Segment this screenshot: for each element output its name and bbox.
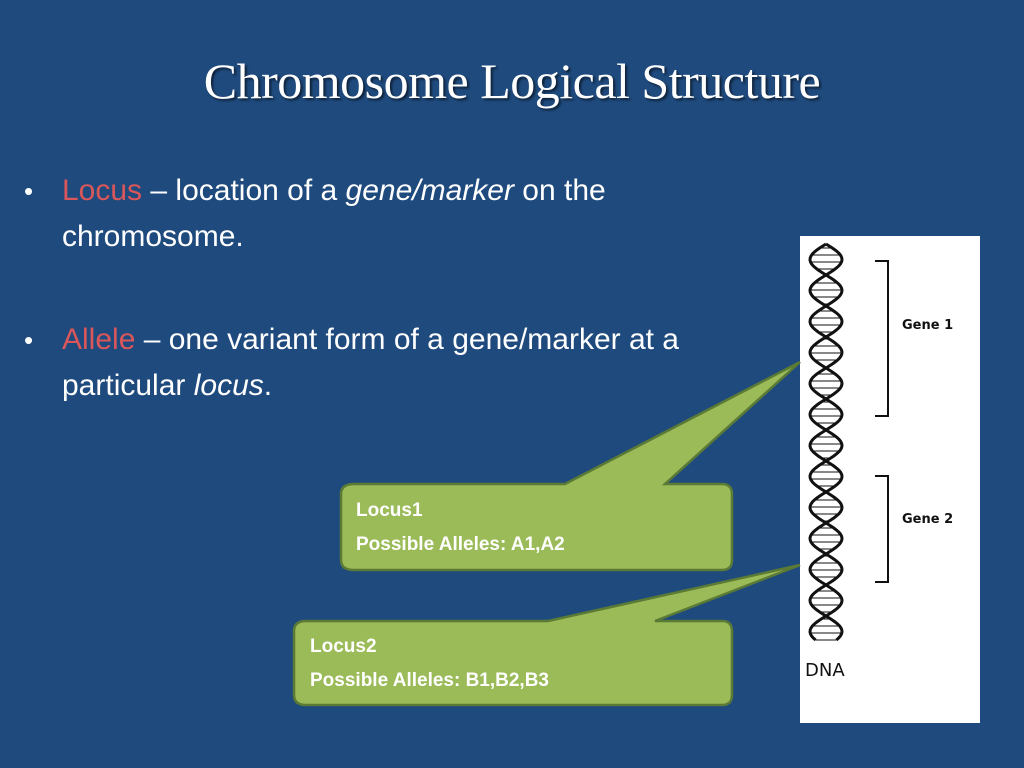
bullet-list: Locus – location of a gene/marker on the… xyxy=(24,168,704,466)
slide-title: Chromosome Logical Structure xyxy=(203,53,821,109)
bullet-text: – location of a xyxy=(142,174,346,207)
term-locus: Locus xyxy=(62,174,143,207)
gene2-label: Gene 2 xyxy=(902,512,954,527)
gene1-bracket xyxy=(875,260,889,417)
bullet-text: on the chromosome. xyxy=(62,174,606,253)
bullet-locus: Locus – location of a gene/marker on the… xyxy=(24,168,704,260)
term-allele: Allele xyxy=(62,323,136,356)
callout-locus1-alleles: Possible Alleles: A1,A2 xyxy=(356,534,565,555)
callout-locus2-title: Locus2 xyxy=(310,636,377,657)
bullet-text: . xyxy=(263,369,273,402)
callout-locus1: Locus1 Possible Alleles: A1,A2 xyxy=(356,494,565,562)
callout-locus1-title: Locus1 xyxy=(356,500,423,521)
bullet-italic: gene/marker xyxy=(345,174,514,207)
bullet-text: – one variant form of a gene/marker at a… xyxy=(62,323,679,402)
bullet-italic: locus xyxy=(193,369,264,402)
callout-locus2-alleles: Possible Alleles: B1,B2,B3 xyxy=(310,670,550,691)
dna-helix-icon xyxy=(808,242,889,642)
bullet-allele: Allele – one variant form of a gene/mark… xyxy=(24,317,704,409)
helix-strand xyxy=(808,242,844,642)
callout-locus2-shape xyxy=(292,563,801,707)
gene2-bracket xyxy=(875,475,889,583)
gene1-label: Gene 1 xyxy=(902,318,954,333)
dna-diagram: Gene 1 Gene 2 DNA xyxy=(800,236,980,723)
callout-locus2: Locus2 Possible Alleles: B1,B2,B3 xyxy=(310,630,549,698)
helix-strand xyxy=(808,242,844,642)
dna-label: DNA xyxy=(805,660,845,681)
callout-locus1-shape xyxy=(339,360,801,572)
